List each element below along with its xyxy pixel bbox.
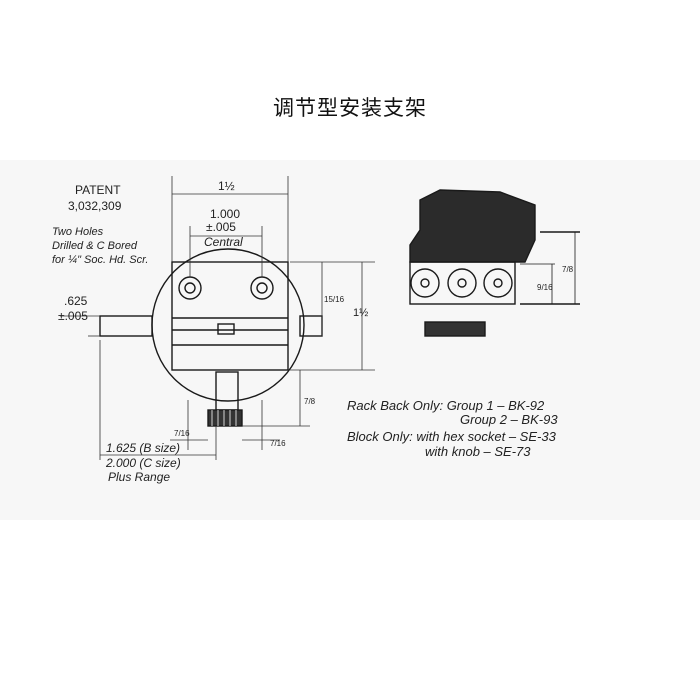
dim-side-inner: 9/16 xyxy=(537,283,553,292)
dim-left-offset: .625 xyxy=(64,294,88,308)
size-b: 1.625 (B size) xyxy=(106,441,180,455)
dim-knob-left: 7/16 xyxy=(174,429,190,438)
patent-number: 3,032,309 xyxy=(68,199,122,213)
dim-left-tol: ±.005 xyxy=(58,309,88,323)
rack-body xyxy=(171,261,289,371)
left-shaft xyxy=(99,315,153,337)
dim-lower-height: 7/8 xyxy=(304,397,316,406)
side-view xyxy=(409,189,580,337)
side-block xyxy=(409,261,516,305)
side-knob xyxy=(424,321,486,337)
holes-note-3: for ¼" Soc. Hd. Scr. xyxy=(52,254,148,266)
patent-label: PATENT xyxy=(75,183,121,197)
dim-top-width: 1½ xyxy=(218,179,235,193)
page-title: 调节型安装支架 xyxy=(273,96,427,120)
note-block-2: with knob – SE-73 xyxy=(425,444,531,459)
dim-right-height: 1½ xyxy=(353,307,368,319)
note-rack-back-1: Rack Back Only: Group 1 – BK-92 xyxy=(347,398,545,413)
dim-inner-height: 15/16 xyxy=(324,295,345,304)
note-rack-back-2: Group 2 – BK-93 xyxy=(460,412,558,427)
dimension-lines xyxy=(60,176,375,460)
scan-area xyxy=(0,160,700,520)
dim-hole-spacing: 1.000 xyxy=(210,207,240,221)
side-body xyxy=(409,189,536,263)
dim-central: Central xyxy=(204,235,243,249)
note-block-1: Block Only: with hex socket – SE-33 xyxy=(347,429,557,444)
dim-hole-tol: ±.005 xyxy=(206,220,236,234)
dim-knob-right: 7/16 xyxy=(270,439,286,448)
holes-note-1: Two Holes xyxy=(52,226,104,238)
knurled-knob xyxy=(207,409,243,427)
dim-side-height: 7/8 xyxy=(562,265,574,274)
holes-note-2: Drilled & C Bored xyxy=(52,240,138,252)
front-view xyxy=(99,248,323,427)
size-c: 2.000 (C size) xyxy=(105,456,181,470)
size-plus-range: Plus Range xyxy=(108,470,170,484)
